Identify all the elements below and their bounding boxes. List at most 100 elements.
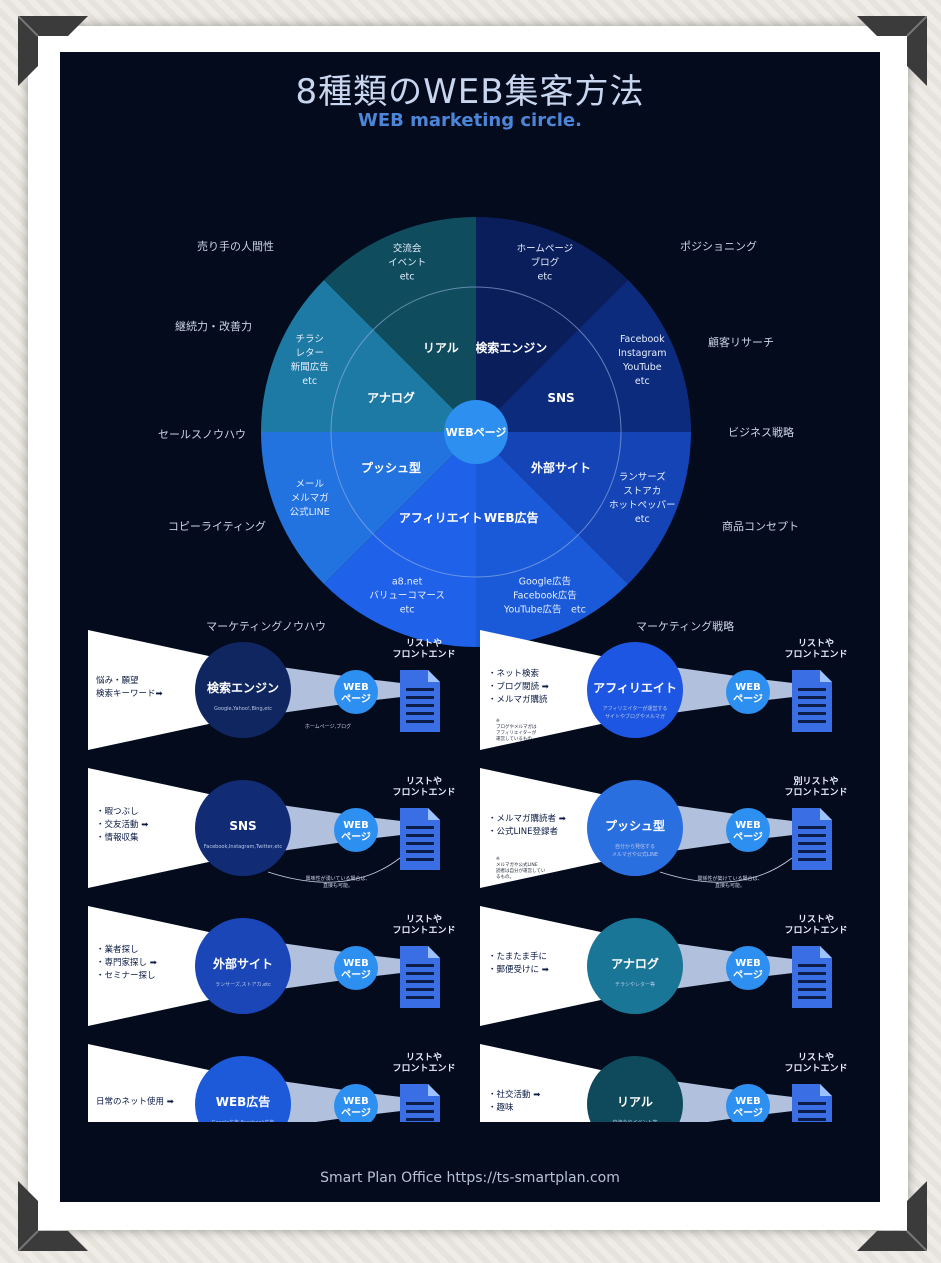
segment-outer-label: バリューコマース (369, 590, 445, 601)
web-circle (726, 670, 770, 714)
document-icon-line (406, 842, 434, 845)
funnel-mouth (88, 906, 218, 1026)
segment-outer-label: レター (295, 348, 324, 359)
document-icon-line (406, 720, 434, 723)
channel-sub: Facebook,Instagram,Twitter,etc (204, 844, 282, 850)
wheel-segment (476, 217, 629, 432)
document-icon-line (798, 712, 826, 715)
list-label: フロントエンド (784, 925, 847, 936)
funnel-bottom-note: 関係性が築けている場合は、 (697, 875, 762, 882)
web-label: WEB (735, 958, 760, 969)
document-icon-line (406, 688, 434, 691)
segment-outer-label: イベント (388, 258, 426, 269)
frame-corner-top-right (857, 16, 927, 86)
funnel-note: 読者は自分が運営してい (496, 867, 546, 874)
segment-outer-label: ホットペッパー (609, 500, 676, 511)
segment-inner-label: アナログ (367, 390, 415, 405)
segment-outer-label: ホームページ (517, 244, 574, 255)
document-icon-fold (820, 1084, 832, 1096)
channel-sub: アフィリエイターが運営する (603, 705, 668, 712)
wheel-segment (476, 279, 691, 432)
funnel-panel: アナログチラシやレター等WEBページリストやフロントエンド・たまたま手に・郵便受… (480, 906, 848, 1026)
document-icon (400, 808, 440, 870)
funnel-bottom-note: ホームページ,ブログ (305, 723, 351, 730)
document-icon-line (406, 834, 434, 837)
segment-outer-label: etc (635, 376, 650, 387)
segment-outer-label: ストアカ (623, 486, 661, 497)
funnel-panel: リアル交流会やイベント等WEBページリストやフロントエンド・社交活動 ➡・趣味※… (480, 1044, 848, 1122)
funnel-note: 運営しているもの。 (496, 735, 536, 742)
funnel-left-text: ・セミナー探し (96, 970, 156, 981)
document-icon-fold (820, 808, 832, 820)
list-label: リストや (406, 638, 442, 649)
document-icon-line (798, 988, 826, 991)
channel-name: プッシュ型 (605, 818, 665, 833)
web-circle (726, 1084, 770, 1122)
document-icon-line (406, 1118, 434, 1121)
wheel-segment (323, 217, 476, 432)
channel-sub: 交流会やイベント等 (612, 1119, 657, 1122)
wheel-segment (323, 432, 476, 647)
inner-ring (330, 286, 622, 578)
channel-sub: 自分から発信する (615, 843, 655, 850)
web-circle (726, 808, 770, 852)
funnel-mouth (480, 906, 610, 1026)
web-label: WEB (343, 1096, 368, 1107)
poster-title: 8種類のWEB集客方法 (295, 72, 645, 112)
outer-skill-label: 売り手の人間性 (197, 239, 274, 253)
direct-arrow (659, 857, 793, 883)
channel-name: アフィリエイト (593, 681, 677, 695)
document-icon-line (798, 850, 826, 853)
document-icon-line (798, 826, 826, 829)
funnel-left-text: ・メルマガ購読者 ➡ (488, 813, 566, 824)
channel-sub: Google,Yahoo!,Bing,etc (214, 706, 272, 712)
segment-outer-label: etc (302, 376, 317, 387)
document-icon (792, 808, 832, 870)
funnel-mouth (88, 630, 218, 750)
web-label: ページ (341, 969, 371, 981)
document-icon (400, 670, 440, 732)
segment-outer-label: Facebook (620, 334, 665, 345)
outer-skill-label: ビジネス戦略 (728, 425, 794, 439)
list-label: フロントエンド (784, 649, 847, 660)
funnel-note: ※ (496, 718, 500, 724)
channel-circle (587, 1056, 683, 1122)
funnel-left-text: ・交友活動 ➡ (96, 819, 148, 830)
document-icon-line (406, 1102, 434, 1105)
list-label: フロントエンド (784, 1063, 847, 1074)
funnel-left-text: ・業者探し (96, 944, 139, 955)
wheel-segment (476, 432, 629, 647)
web-circle (334, 1084, 378, 1122)
document-icon-line (406, 1110, 434, 1113)
document-icon-fold (820, 670, 832, 682)
footer-credit: Smart Plan Office https://ts-smartplan.c… (320, 1170, 620, 1186)
center-label: WEBページ (446, 426, 507, 439)
funnel-panel: アフィリエイトアフィリエイターが運営するサイトやブログやメルマガWEBページリス… (480, 630, 848, 750)
channel-circle (195, 642, 291, 738)
funnel-note: メルマガや公式LINE (496, 861, 538, 868)
segment-outer-label: YouTube (622, 362, 662, 373)
segment-inner-label: WEB広告 (484, 510, 539, 525)
document-icon (400, 946, 440, 1008)
outer-skill-label: ポジショニング (680, 239, 757, 253)
funnel-note: ※ (496, 856, 500, 862)
document-icon-line (406, 972, 434, 975)
list-label: リストや (406, 1052, 442, 1063)
funnel-mouth (480, 630, 610, 750)
document-icon-line (798, 842, 826, 845)
funnel-left-text: ・公式LINE登録者 (488, 826, 558, 837)
funnel-left-text: ・ネット検索 (488, 668, 539, 679)
list-label: リストや (406, 914, 442, 925)
outer-skill-label: コピーライティング (168, 519, 266, 533)
document-icon-fold (428, 1084, 440, 1096)
document-icon (792, 670, 832, 732)
document-icon-line (798, 1118, 826, 1121)
channel-name: SNS (229, 819, 256, 833)
channel-name: WEB広告 (216, 1094, 271, 1109)
outer-skill-label: マーケティング戦略 (636, 619, 734, 633)
list-label: リストや (798, 1052, 834, 1063)
outer-skill-label: 商品コンセプト (722, 519, 799, 533)
web-circle (334, 808, 378, 852)
outer-skill-label: マーケティングノウハウ (206, 619, 326, 633)
document-icon-line (798, 704, 826, 707)
